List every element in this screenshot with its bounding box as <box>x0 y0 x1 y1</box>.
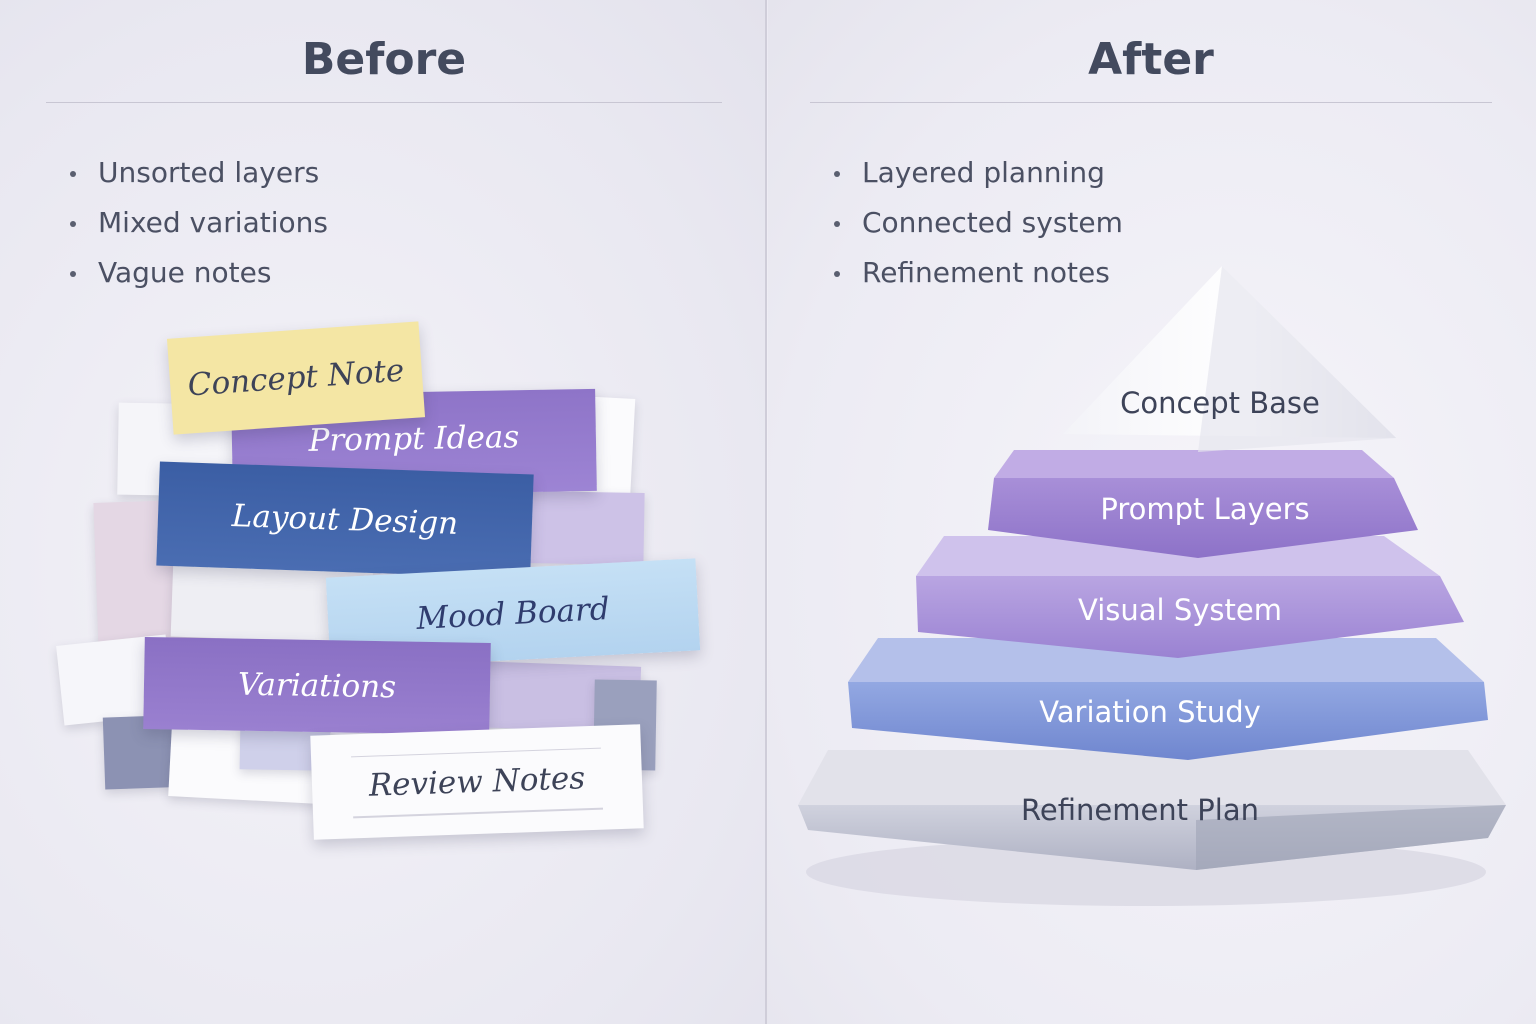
before-title: Before <box>301 34 467 85</box>
after-bullet-text: Connected system <box>862 206 1123 239</box>
before-bullet-text: Mixed variations <box>98 206 328 239</box>
bullet-dot <box>834 171 840 177</box>
after-bullet-item: Layered planning <box>834 152 1123 202</box>
after-bullet-item: Connected system <box>834 202 1123 252</box>
after-bullet-text: Layered planning <box>862 156 1105 189</box>
bullet-dot <box>834 271 840 277</box>
after-title-rule <box>810 102 1492 103</box>
note-review-notes: Review Notes <box>310 724 644 840</box>
pyramid-label: Concept Base <box>1120 386 1320 420</box>
note-label: Prompt Ideas <box>308 419 520 459</box>
note-label: Mood Board <box>415 590 611 638</box>
layer-side-face <box>1196 805 1506 870</box>
bullet-dot <box>70 221 76 227</box>
after-bullet-item: Refinement notes <box>834 252 1123 302</box>
blank-card <box>525 490 645 566</box>
layer-side-face <box>1198 266 1396 452</box>
after-bullet-text: Refinement notes <box>862 256 1110 289</box>
note-layout-design: Layout Design <box>156 461 534 579</box>
before-bullet-text: Unsorted layers <box>98 156 320 189</box>
layer-variation-study <box>848 682 1488 760</box>
bullet-dot <box>834 221 840 227</box>
pyramid-label: Prompt Layers <box>1100 492 1310 526</box>
note-label: Review Notes <box>368 760 586 804</box>
before-title-rule <box>46 102 722 103</box>
before-bullet-item: Mixed variations <box>70 202 328 252</box>
layer-top-face <box>798 750 1506 805</box>
pyramid-label: Refinement Plan <box>1021 793 1259 827</box>
note-concept-note: Concept Note <box>166 321 426 435</box>
layer-top-face <box>848 638 1484 682</box>
bullet-dot <box>70 271 76 277</box>
before-bullet-list: Unsorted layers Mixed variations Vague n… <box>70 152 328 302</box>
layer-visual-system <box>916 576 1464 658</box>
note-label: Layout Design <box>231 498 459 542</box>
note-ruled-line <box>353 807 604 819</box>
note-variations: Variations <box>143 636 491 736</box>
note-label: Variations <box>237 666 397 706</box>
after-bullet-list: Layered planning Connected system Refine… <box>834 152 1123 302</box>
pyramid-label: Variation Study <box>1039 695 1261 729</box>
note-ruled-line <box>351 747 601 758</box>
after-title: After <box>1088 34 1214 85</box>
layer-prompt-layers <box>988 478 1418 558</box>
layer-top-face <box>916 536 1440 576</box>
note-label: Concept Note <box>186 352 406 404</box>
layer-pyramid <box>798 266 1506 906</box>
before-bullet-text: Vague notes <box>98 256 272 289</box>
before-bullet-item: Vague notes <box>70 252 328 302</box>
pyramid-label: Visual System <box>1078 593 1282 627</box>
panel-divider <box>765 0 767 1024</box>
bullet-dot <box>70 171 76 177</box>
before-bullet-item: Unsorted layers <box>70 152 328 202</box>
layer-top-face <box>994 450 1394 478</box>
